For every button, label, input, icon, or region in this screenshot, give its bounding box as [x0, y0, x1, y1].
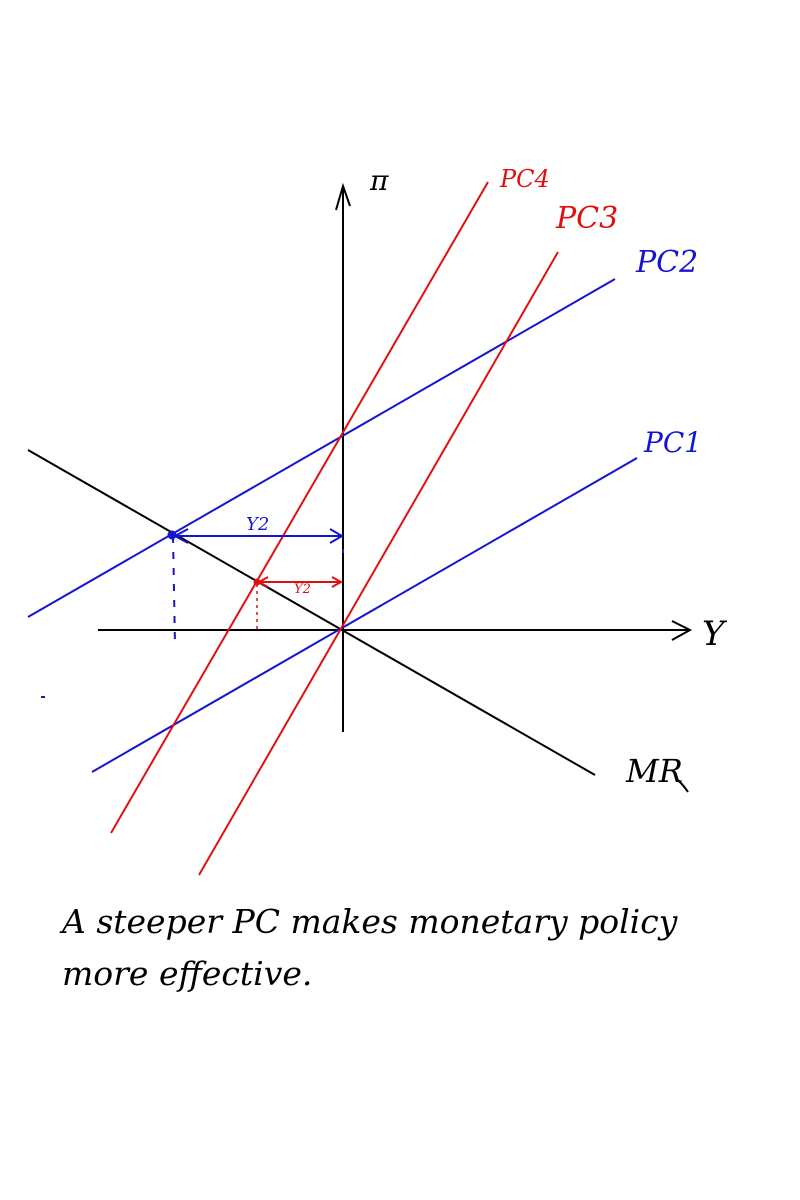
mr-label-tail [677, 779, 689, 793]
caption-text: A steeper PC makes monetary policy more … [62, 902, 678, 993]
pc1-line [91, 457, 638, 773]
red-gap-label: Y2 [294, 582, 311, 597]
red-intersection-point [253, 578, 261, 586]
pc2-line [27, 278, 616, 618]
pc4-line [110, 181, 489, 834]
pc2-label: PC2 [635, 245, 698, 280]
pc1-label: PC1 [643, 426, 702, 459]
red-gap-marker [253, 576, 344, 630]
pc4-label: PC4 [499, 165, 550, 193]
blue-projection-line [172, 535, 176, 646]
axes [98, 182, 693, 732]
mr-line [27, 449, 596, 776]
y-axis-arrowhead [335, 182, 351, 211]
blue-gap-label: Y2 [246, 514, 269, 535]
mr-label: MR [625, 752, 683, 790]
blue-gap-marker [41, 528, 344, 698]
blue-gap-arrowhead-right [329, 528, 344, 544]
blue-intersection-point [167, 530, 177, 540]
x-axis-arrowhead [671, 620, 693, 641]
y-axis-label: π [369, 164, 389, 197]
pc3-line [198, 251, 559, 876]
red-gap-arrowhead-right [331, 576, 344, 588]
x-axis-label: Y [702, 614, 728, 654]
pc3-label: PC3 [555, 201, 618, 236]
